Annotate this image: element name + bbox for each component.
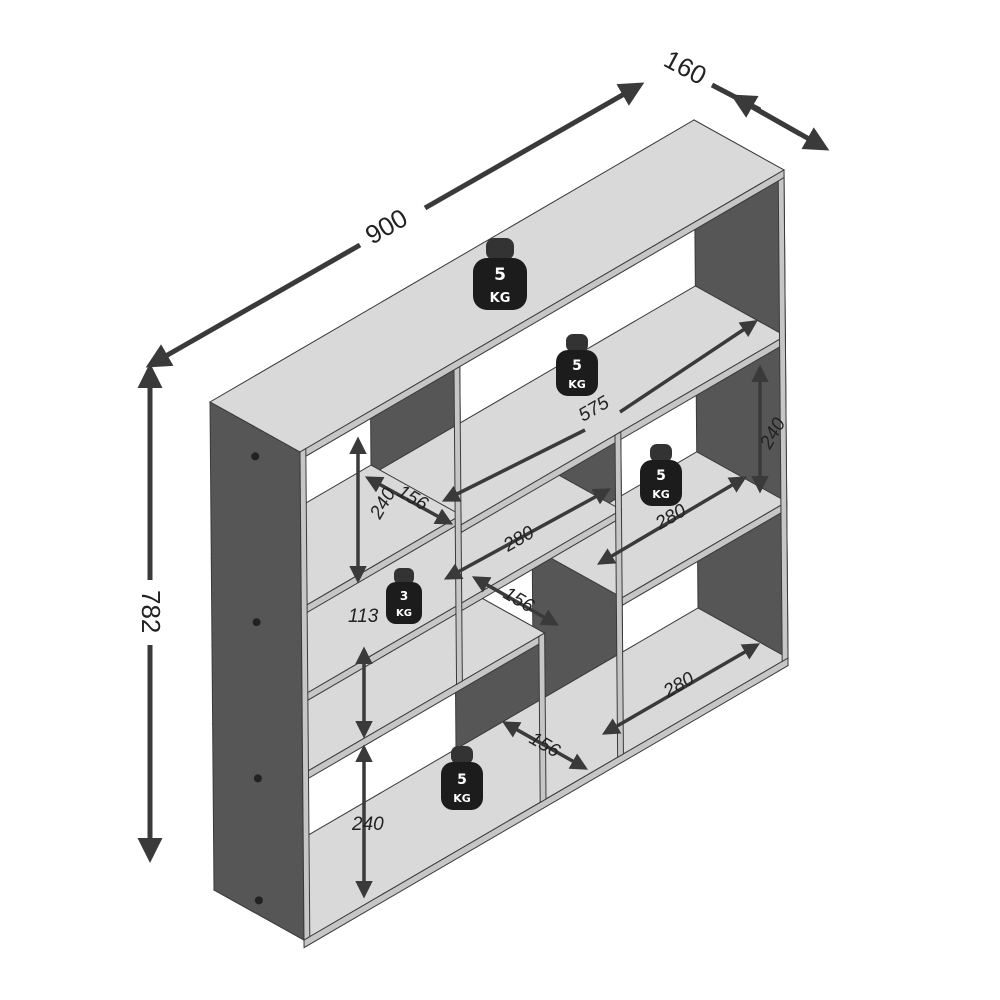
small-cell-label: 113 [348, 606, 379, 627]
weight-small-cell: 3 KG [386, 568, 422, 624]
depth-label: 160 [659, 44, 711, 91]
width-label: 900 [360, 203, 413, 251]
weight-value: 5 [494, 265, 506, 285]
weight-unit: KG [453, 792, 471, 805]
dimension-long-shelf [619, 320, 758, 414]
bottom-cell-label: 240 [351, 814, 384, 835]
weight-unit: KG [396, 608, 412, 619]
dimension-depth [710, 82, 830, 151]
mounting-hole-icon [252, 618, 261, 627]
mounting-hole-icon [253, 774, 262, 783]
divider-front-edge [538, 632, 547, 804]
weight-value: 5 [457, 772, 467, 788]
dimension-width [145, 82, 645, 368]
dimension-depth-top-left [364, 476, 454, 525]
weight-value: 5 [656, 468, 666, 484]
weight-unit: KG [568, 378, 586, 391]
dimension-depth-middle [471, 576, 560, 626]
dimension-shelf-middle [443, 488, 612, 580]
dimension-shelf-bottom-right [601, 643, 761, 735]
left-panel-front-edge [299, 447, 311, 941]
mounting-hole-icon [254, 896, 263, 905]
weight-unit: KG [652, 488, 670, 501]
weight-top: 5 KG [473, 238, 527, 310]
left-panel-side [209, 401, 305, 941]
weight-value: 3 [400, 589, 408, 603]
dimension-shelf-right [596, 476, 748, 565]
weight-long-shelf: 5 KG [556, 334, 598, 396]
mounting-hole-icon [251, 452, 260, 461]
dimension-depth-bottom [501, 721, 589, 770]
weight-unit: KG [490, 291, 511, 306]
weight-right-shelf: 5 KG [640, 444, 682, 506]
height-label: 782 [136, 590, 166, 633]
weight-value: 5 [572, 358, 582, 374]
weight-bottom: 5 KG [441, 746, 483, 810]
